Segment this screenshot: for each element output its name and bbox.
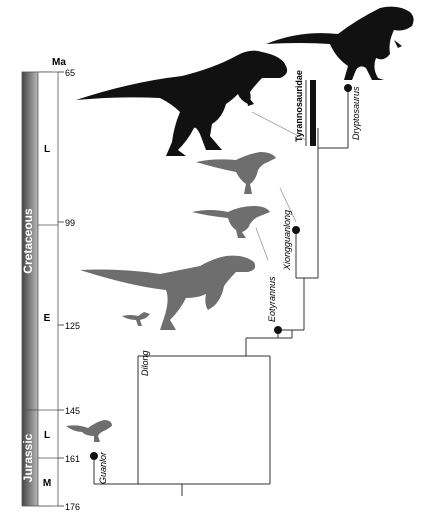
tyrannosaurid-silhouette [76, 50, 288, 156]
epoch-label-early-cretaceous: E [44, 313, 51, 324]
epoch-label-middle-jurassic: M [43, 478, 51, 489]
taxon-label-dryptosaurus: Dryptosaurus [351, 86, 361, 140]
period-label-cretaceous: Cretaceous [21, 208, 35, 274]
time-tick-161: 161 [58, 454, 80, 464]
timescale-unit-label: Ma [52, 57, 66, 68]
epoch-label-late-cretaceous: L [44, 144, 50, 155]
occurrence-dot-xiongguanlong [292, 226, 300, 234]
time-tick-label: 145 [65, 406, 80, 416]
time-tick-145: 145 [58, 406, 80, 416]
guanlong-silhouette [66, 420, 112, 442]
time-tick-label: 65 [65, 68, 75, 78]
time-tick-65: 65 [58, 68, 75, 78]
time-scale: Ma Cretaceous Jurassic L E L M 65 99 125… [21, 57, 80, 512]
epoch-column [37, 71, 59, 507]
time-tick-176: 176 [58, 502, 80, 512]
taxon-label-xiongguanlong: Xiongguanlong [282, 210, 292, 271]
period-label-jurassic: Jurassic [21, 433, 35, 482]
occurrence-dot-guanlor [90, 452, 98, 460]
tyrannosauridae-range-bar [310, 80, 316, 146]
middle-gray-theropod-silhouette [192, 206, 270, 238]
time-tick-label: 176 [65, 502, 80, 512]
time-tick-125: 125 [58, 321, 80, 331]
taxon-label-tyrannosauridae: Tyrannosauridae [294, 70, 304, 142]
occurrence-dot-dryptosaurus [344, 84, 352, 92]
time-tick-label: 161 [65, 454, 80, 464]
taxon-label-dilong: Dilong [140, 350, 150, 376]
taxon-label-eotyrannus: Eotyrannus [267, 276, 277, 322]
taxon-label-guanlor: Guanlor [98, 451, 108, 484]
time-tick-label: 99 [65, 218, 75, 228]
epoch-label-late-jurassic: L [44, 430, 50, 441]
upper-gray-theropod-silhouette [196, 152, 276, 194]
dryptosaurus-silhouette [266, 6, 414, 81]
dilong-silhouette [122, 312, 150, 326]
cladogram [93, 88, 349, 496]
occurrence-dot-eotyrannus [274, 326, 282, 334]
time-tick-label: 125 [65, 321, 80, 331]
leader-lines [251, 111, 307, 261]
large-gray-theropod-silhouette [80, 255, 256, 330]
time-tick-99: 99 [58, 218, 75, 228]
